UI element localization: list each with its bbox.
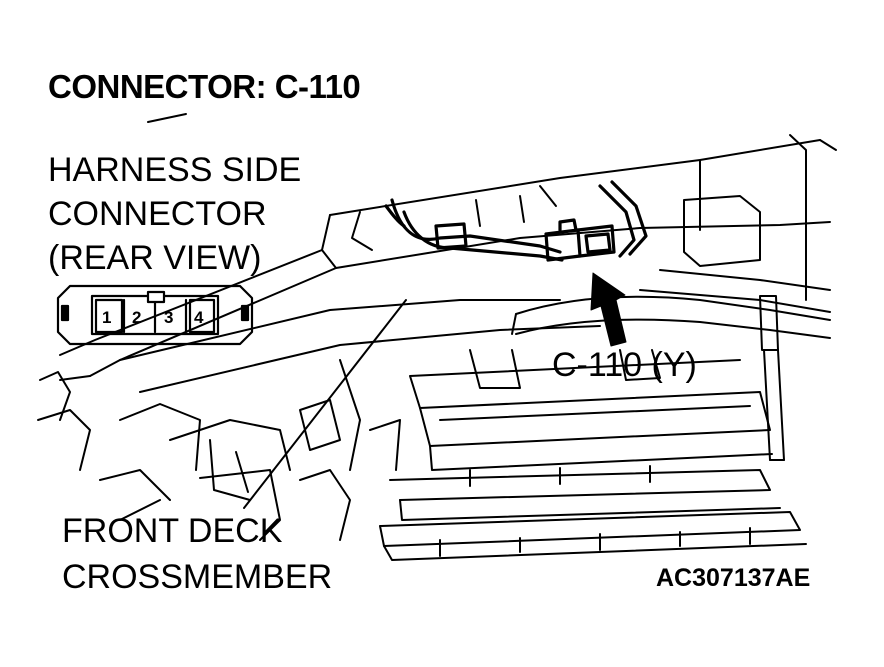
title-tick-mark: [147, 113, 187, 123]
crossmember-leader-line: [243, 299, 407, 509]
connector-face-diagram: [56, 284, 254, 346]
connector-pin-3: 3: [164, 308, 174, 327]
connector-pin-2: 2: [132, 308, 142, 327]
hose-pipe: [511, 295, 831, 461]
connector-pin-1: 1: [102, 308, 112, 327]
connector-c110-drawing: [544, 218, 616, 262]
wiring-harness: [384, 180, 648, 262]
connector-pin-4: 4: [194, 308, 204, 327]
connector-callout-label: C-110 (Y): [552, 346, 697, 384]
connector-pointer-arrow: [590, 272, 627, 347]
page-title: CONNECTOR: C-110: [48, 68, 361, 105]
front-deck-crossmember: [59, 134, 837, 393]
left-lower-components: [37, 359, 401, 541]
front-deck-crossmember-label: FRONT DECK CROSSMEMBER: [62, 512, 333, 596]
body-panel-upper-right: [351, 185, 761, 267]
lower-body-structure: [379, 349, 807, 561]
harness-side-connector-label: HARNESS SIDE CONNECTOR (REAR VIEW): [48, 151, 302, 277]
figure-code: AC307137AE: [656, 564, 811, 592]
